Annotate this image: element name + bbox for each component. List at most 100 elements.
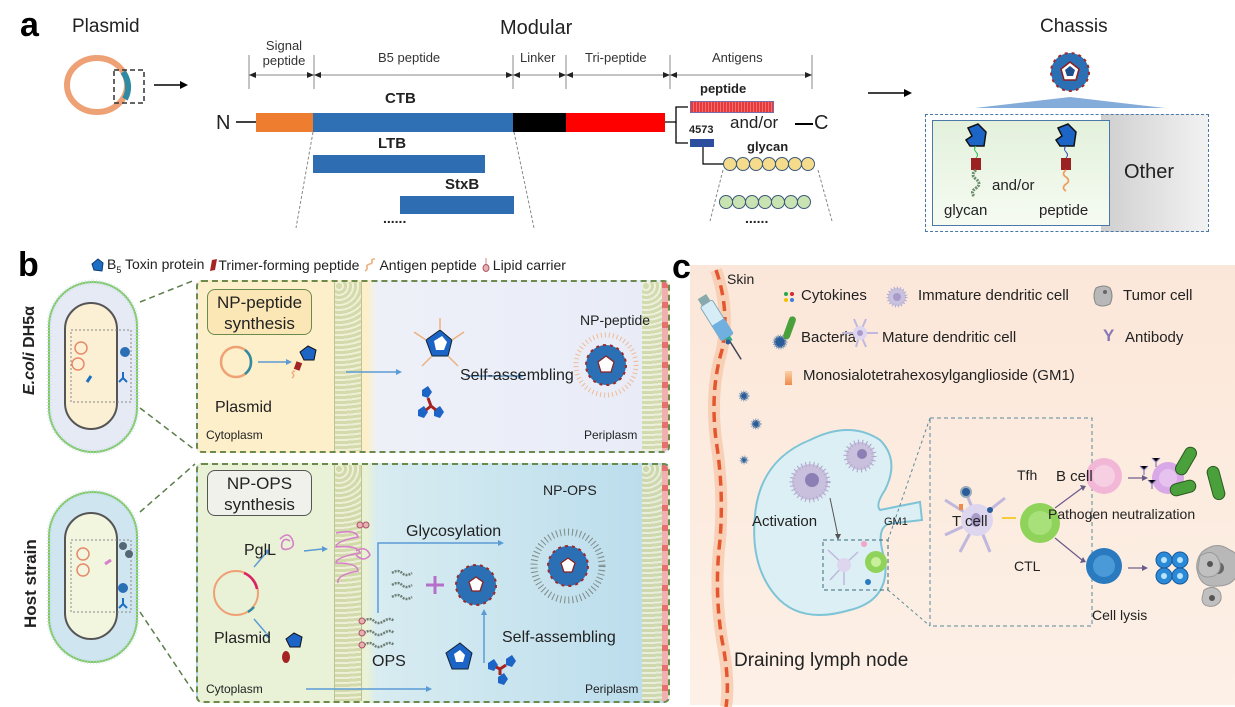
segment-signal-peptide-label: Signal peptide [254, 38, 314, 69]
legend-tumor-label: Tumor cell [1123, 287, 1193, 304]
legend-lipid-label: Lipid carrier [492, 257, 566, 274]
panel-a-letter: a [20, 6, 39, 44]
np-ops-pathway-graphics [213, 521, 606, 692]
glycan-unit-green [797, 195, 811, 209]
outer-membrane-lps-ops [662, 465, 668, 701]
immature-dendritic-cell-icon [886, 286, 908, 308]
ecoli-strain-label: E.coli DH5α [21, 306, 38, 395]
legend-immature-dc-label: Immature dendritic cell [918, 287, 1069, 304]
np-ops-title-box: NP-OPS synthesis [207, 470, 312, 516]
arrow-to-chassis [868, 89, 912, 97]
tumor-cell-icon [1093, 285, 1113, 307]
legend-cytokines-label: Cytokines [801, 287, 867, 304]
legend-trimer-label: Trimer-forming peptide [218, 257, 360, 274]
antigen-peptide-bar [690, 101, 774, 113]
ltb-label: LTB [378, 135, 407, 152]
glycan-unit-yellow [749, 157, 763, 171]
pathogen-neutralization-label: Pathogen neutralization [1048, 506, 1196, 522]
t-cell-label: T cell [952, 513, 988, 530]
glycan-unit-yellow [762, 157, 776, 171]
inner-membrane [334, 282, 362, 451]
outer-membrane [642, 282, 662, 451]
chassis-peptide-label: peptide [1039, 202, 1089, 219]
glycan-unit-yellow [801, 157, 815, 171]
segment-signal-line1: Signal [265, 38, 303, 53]
np-ops-product-label: NP-OPS [543, 482, 597, 498]
segment-antigens-label: Antigens [712, 50, 763, 65]
antibody-icon: Y [1103, 326, 1115, 345]
np-ops-self-assembling-label: Self-assembling [502, 629, 616, 646]
np-peptide-pathway-graphics [219, 318, 639, 418]
glycan-unit-green [771, 195, 785, 209]
ecoli-cell-icon [46, 279, 140, 455]
np-ops-plasmid-label: Plasmid [214, 630, 271, 647]
ctb-bar [313, 113, 513, 132]
tfh-label: Tfh [1017, 467, 1038, 483]
glycan-unit-green [784, 195, 798, 209]
segment-dimension-arrows [248, 55, 813, 89]
legend-mature-dc-label: Mature dendritic cell [882, 329, 1017, 346]
syringe-icon [697, 293, 742, 360]
np-ops-ops-label: OPS [372, 653, 406, 670]
glycan-unit-green [719, 195, 733, 209]
legend-antigen-label: Antigen peptide [379, 257, 477, 274]
skin-boundary [708, 268, 734, 707]
outer-membrane-ops [642, 465, 662, 701]
np-peptide-self-assembling-label: Self-assembling [460, 367, 574, 384]
tag-4573-bar [690, 139, 714, 147]
np-peptide-title-line2: synthesis [224, 314, 295, 333]
np-peptide-product-label: NP-peptide [580, 312, 651, 328]
b-cell-label: B cell [1056, 468, 1093, 485]
c-terminus: C [814, 112, 829, 134]
peptide-conjugate-icon [1054, 123, 1077, 192]
np-ops-glycosylation-label: Glycosylation [406, 523, 502, 540]
linker-bar [513, 113, 566, 132]
legend-gm1-label: Monosialotetrahexosylganglioside (GM1) [803, 367, 1075, 384]
nanoparticle-chassis-icon [1050, 52, 1090, 92]
tripeptide-bar [566, 113, 665, 132]
segment-linker-label: Linker [520, 50, 556, 65]
chassis-glycan-label: glycan [944, 202, 988, 219]
np-particles-in-skin [725, 334, 788, 465]
chassis-spread-shape [975, 97, 1165, 108]
antigen-glycan-label: glycan [747, 139, 789, 154]
gm1-label: GM1 [884, 516, 908, 528]
glycan-unit-green [732, 195, 746, 209]
bacteria-icon [783, 316, 796, 340]
trimer-peptide-icon [210, 259, 218, 272]
glycan-chain-diagram [702, 147, 833, 222]
chassis-label: Chassis [1040, 16, 1108, 37]
chassis-and-or-label: and/or [992, 177, 1035, 194]
antigen-peptide-icon [365, 258, 376, 273]
panel-c-letter: c [672, 248, 691, 286]
np-ops-title-line2: synthesis [224, 495, 295, 514]
signal-peptide-bar [256, 113, 313, 132]
ltb-bar [313, 155, 485, 173]
n-terminus: N [216, 112, 231, 134]
glycan-ellipsis: ...... [745, 210, 769, 226]
glycan-unit-yellow [736, 157, 750, 171]
zoom-lines-bottom [139, 463, 196, 695]
b5-ellipsis: ...... [383, 210, 407, 226]
host-strain-label: Host strain [21, 539, 40, 628]
segment-signal-line2: peptide [262, 52, 306, 68]
antigen-peptide-label: peptide [700, 81, 747, 96]
skin-label: Skin [727, 271, 755, 287]
legend-b5-label: B5 Toxin protein [107, 256, 205, 275]
tag-4573-label: 4573 [689, 124, 714, 136]
chassis-other-label: Other [1124, 161, 1175, 183]
segment-b5-label: B5 peptide [378, 50, 441, 65]
cell-lysis-label: Cell lysis [1092, 607, 1148, 623]
np-peptide-periplasm-label: Periplasm [584, 428, 638, 442]
stxb-label: StxB [445, 176, 480, 193]
inner-membrane-ops [334, 465, 362, 701]
glycan-unit-yellow [788, 157, 802, 171]
outer-membrane-lps [662, 282, 668, 451]
ctb-label: CTB [385, 90, 416, 107]
antigen-and-or: and/or [730, 113, 779, 132]
np-ops-periplasm-label: Periplasm [585, 682, 639, 696]
stxb-bar [400, 196, 514, 214]
mature-dendritic-cell-icon [842, 318, 878, 348]
np-ops-title-line1: NP-OPS [226, 474, 293, 493]
draining-lymph-node-label: Draining lymph node [734, 650, 909, 671]
